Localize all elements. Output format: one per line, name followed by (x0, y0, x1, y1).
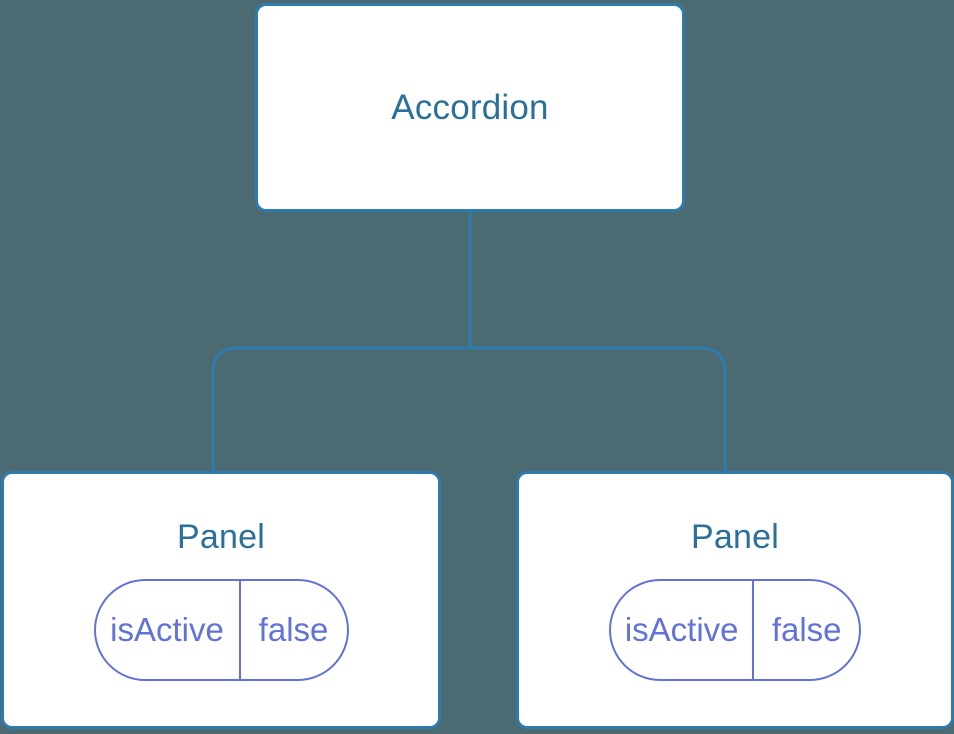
prop-pill-panel-1-isactive[interactable]: isActive false (93, 579, 349, 681)
node-accordion[interactable]: Accordion (255, 3, 685, 212)
prop-value: false (771, 611, 842, 648)
node-panel-2[interactable]: Panel isActive false (516, 471, 954, 729)
node-panel-1[interactable]: Panel isActive false (1, 471, 441, 729)
node-accordion-title: Accordion (391, 87, 549, 127)
node-panel-1-title: Panel (177, 518, 265, 556)
prop-key: isActive (96, 581, 241, 679)
edge-accordion-to-panel-1 (211, 346, 470, 474)
prop-value: false (258, 611, 329, 648)
node-panel-2-title: Panel (691, 518, 779, 556)
prop-key: isActive (611, 581, 755, 679)
edge-accordion-to-panel-2 (470, 346, 727, 474)
prop-pill-panel-2-isactive[interactable]: isActive false (609, 579, 861, 681)
